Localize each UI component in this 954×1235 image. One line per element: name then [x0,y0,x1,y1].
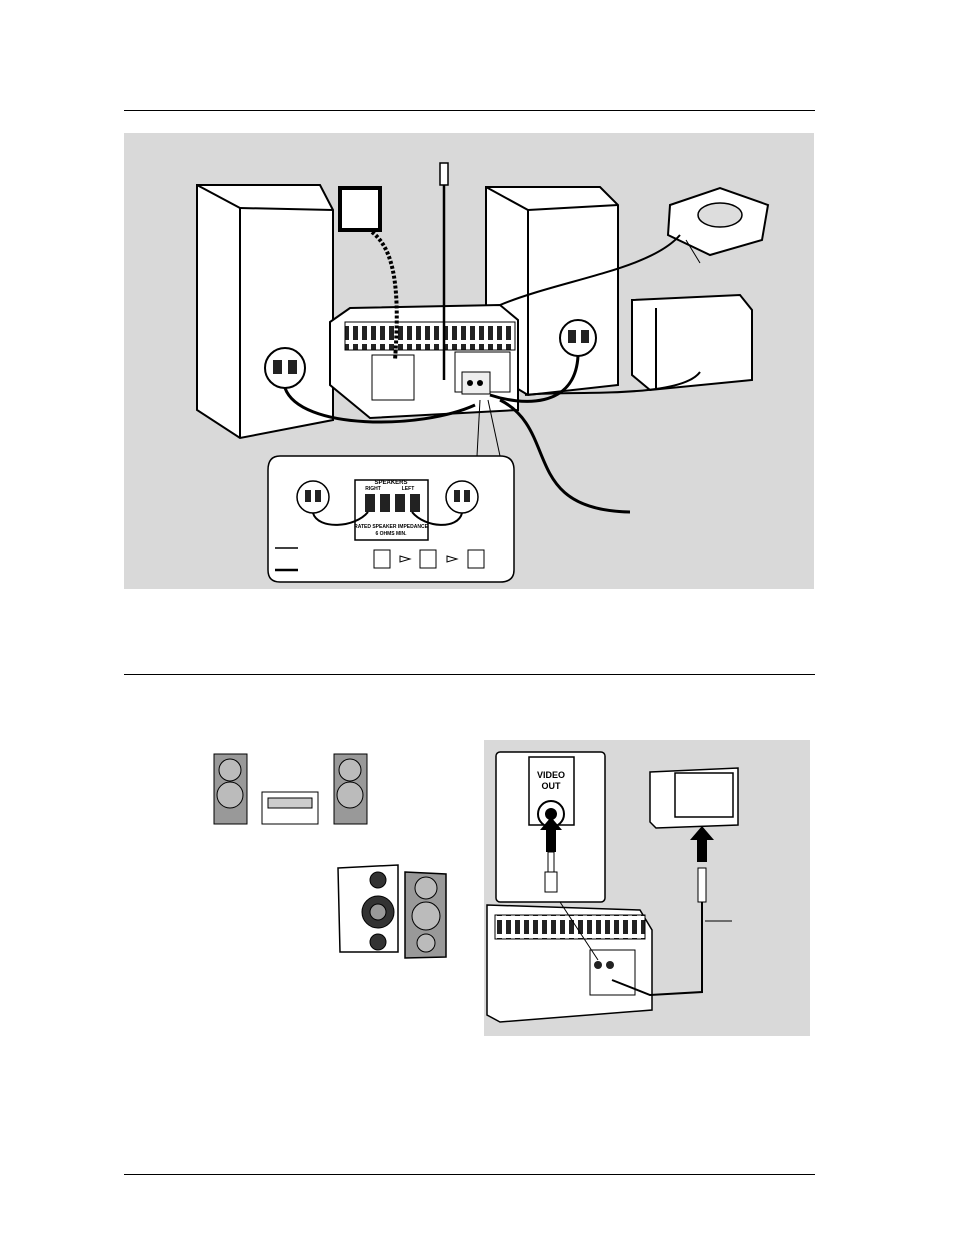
impedance-line-2: 6 OHMS MIN. [375,531,407,537]
bottom-rule [124,1174,815,1175]
portable-player [499,186,770,306]
speaker-terminal-inset [267,399,515,583]
rear-panel-illustration [486,904,653,1023]
television-illustration [611,767,739,997]
main-unit [329,303,519,420]
video-out-callout [495,751,606,961]
speakers-heading: SPEAKERS [374,480,407,486]
video-jack-label-2: OUT [542,781,562,791]
left-label: LEFT [402,486,415,492]
video-jack-label-1: VIDEO [537,770,565,780]
fm-wire-antenna [439,162,449,380]
top-rule [124,110,815,111]
left-speaker [196,184,334,440]
am-loop-antenna [338,186,399,361]
speaker-placement-illustration [213,753,368,825]
tv-back [524,293,753,396]
middle-rule [124,674,815,675]
impedance-line-1: RATED SPEAKER IMPEDANCE [354,524,428,530]
right-label: RIGHT [365,486,381,492]
speaker-grille-illustration [337,864,447,959]
